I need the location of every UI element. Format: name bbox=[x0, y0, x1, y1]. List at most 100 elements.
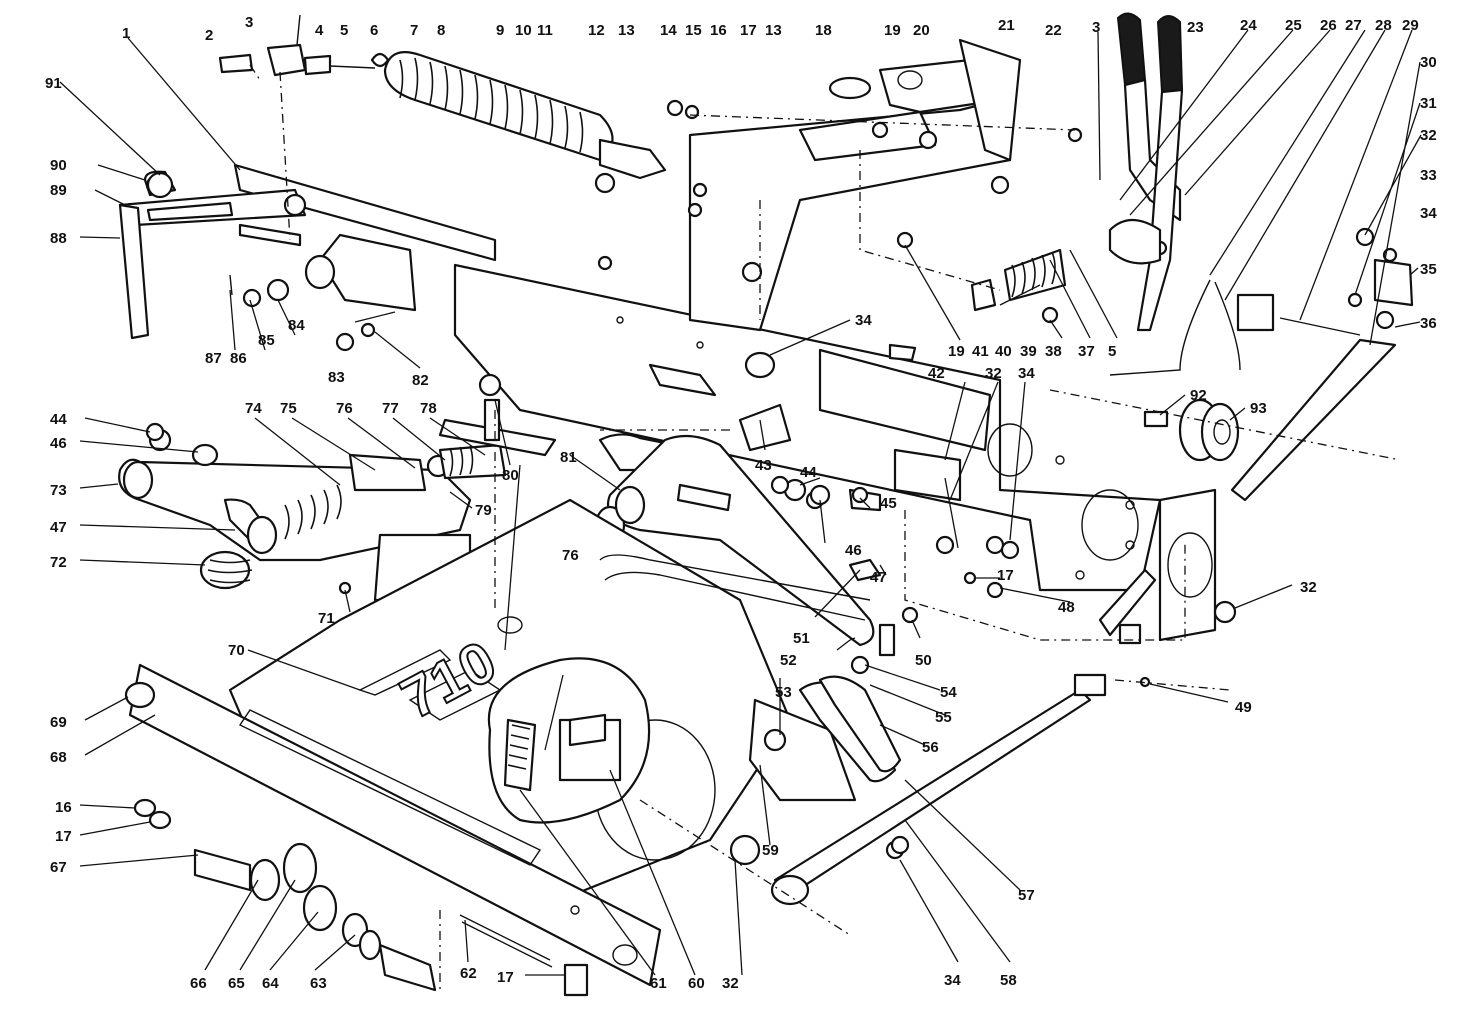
callout-label: 3 bbox=[245, 14, 253, 31]
callout-label: 87 bbox=[205, 350, 222, 367]
callout-label: 3 bbox=[1092, 19, 1100, 36]
callout-label: 51 bbox=[793, 630, 810, 647]
mount-plate bbox=[893, 448, 1237, 645]
callout-label: 7 bbox=[410, 22, 418, 39]
callout-label: 14 bbox=[660, 22, 677, 39]
callout-label: 37 bbox=[1078, 343, 1095, 360]
assembly-lines bbox=[249, 64, 1401, 990]
callout-label: 35 bbox=[1420, 261, 1437, 278]
rod-58 bbox=[729, 623, 1107, 906]
callout-label: 40 bbox=[995, 343, 1012, 360]
callout-label: 23 bbox=[1187, 19, 1204, 36]
callout-label: 16 bbox=[55, 799, 72, 816]
callout-label: 46 bbox=[845, 542, 862, 559]
callout-label: 41 bbox=[972, 343, 989, 360]
callout-label: 52 bbox=[780, 652, 797, 669]
callout-label: 60 bbox=[688, 975, 705, 992]
callout-label: 34 bbox=[1018, 365, 1035, 382]
callout-label: 17 bbox=[740, 22, 757, 39]
callout-label: 55 bbox=[935, 709, 952, 726]
callout-label: 34 bbox=[944, 972, 961, 989]
callout-label: 26 bbox=[1320, 17, 1337, 34]
callout-label: 68 bbox=[50, 749, 67, 766]
callout-label: 81 bbox=[560, 449, 577, 466]
callout-label: 54 bbox=[940, 684, 957, 701]
callout-label: 29 bbox=[1402, 17, 1419, 34]
callout-label: 21 bbox=[998, 17, 1015, 34]
callout-label: 59 bbox=[762, 842, 779, 859]
bracket-84 bbox=[229, 233, 417, 352]
callout-label: 91 bbox=[45, 75, 62, 92]
callout-label: 44 bbox=[800, 464, 817, 481]
spring-assembly bbox=[218, 14, 667, 194]
callout-label: 73 bbox=[50, 482, 67, 499]
callout-label: 30 bbox=[1420, 54, 1437, 71]
callout-label: 74 bbox=[245, 400, 262, 417]
hand-levers bbox=[1108, 12, 1414, 502]
callout-label: 17 bbox=[497, 969, 514, 986]
callout-label: 13 bbox=[765, 22, 782, 39]
callout-label: 1 bbox=[122, 25, 130, 42]
callout-label: 32 bbox=[722, 975, 739, 992]
callout-label: 49 bbox=[1235, 699, 1252, 716]
callout-label: 42 bbox=[928, 365, 945, 382]
callout-label: 89 bbox=[50, 182, 67, 199]
callout-label: 72 bbox=[50, 554, 67, 571]
callout-label: 50 bbox=[915, 652, 932, 669]
callout-label: 77 bbox=[382, 400, 399, 417]
callout-label: 32 bbox=[1300, 579, 1317, 596]
callout-labels: 1 2 3 4 5 6 7 8 9 10 11 12 13 14 15 16 1… bbox=[45, 14, 1437, 992]
callout-label: 53 bbox=[775, 684, 792, 701]
callout-label: 66 bbox=[190, 975, 207, 992]
callout-label: 12 bbox=[588, 22, 605, 39]
callout-label: 22 bbox=[1045, 22, 1062, 39]
callout-label: 48 bbox=[1058, 599, 1075, 616]
callout-label: 13 bbox=[618, 22, 635, 39]
callout-label: 85 bbox=[258, 332, 275, 349]
callout-label: 62 bbox=[460, 965, 477, 982]
callout-label: 71 bbox=[318, 610, 335, 627]
beam-68 bbox=[124, 663, 662, 987]
callout-label: 45 bbox=[880, 495, 897, 512]
callout-label: 90 bbox=[50, 157, 67, 174]
callout-label: 65 bbox=[228, 975, 245, 992]
callout-label: 6 bbox=[370, 22, 378, 39]
callout-label: 28 bbox=[1375, 17, 1392, 34]
callout-label: 64 bbox=[262, 975, 279, 992]
callout-label: 8 bbox=[437, 22, 445, 39]
callout-label: 93 bbox=[1250, 400, 1267, 417]
callout-label: 47 bbox=[50, 519, 67, 536]
callout-label: 47 bbox=[870, 569, 887, 586]
callout-label: 17 bbox=[55, 828, 72, 845]
callout-label: 88 bbox=[50, 230, 67, 247]
callout-label: 15 bbox=[685, 22, 702, 39]
callout-label: 43 bbox=[755, 457, 772, 474]
callout-label: 56 bbox=[922, 739, 939, 756]
callout-label: 19 bbox=[948, 343, 965, 360]
callout-label: 34 bbox=[855, 312, 872, 329]
callout-label: 36 bbox=[1420, 315, 1437, 332]
callout-label: 78 bbox=[420, 400, 437, 417]
callout-label: 58 bbox=[1000, 972, 1017, 989]
callout-label: 5 bbox=[340, 22, 348, 39]
callout-label: 16 bbox=[710, 22, 727, 39]
callout-label: 9 bbox=[496, 22, 504, 39]
callout-label: 17 bbox=[997, 567, 1014, 584]
roller-93 bbox=[1143, 398, 1240, 462]
shaft-stack bbox=[133, 798, 589, 997]
callout-label: 70 bbox=[228, 642, 245, 659]
callout-label: 92 bbox=[1190, 387, 1207, 404]
cutaway-detail bbox=[487, 657, 651, 824]
callout-label: 10 bbox=[515, 22, 532, 39]
callout-label: 67 bbox=[50, 859, 67, 876]
callout-label: 80 bbox=[502, 467, 519, 484]
callout-label: 46 bbox=[50, 435, 67, 452]
callout-label: 31 bbox=[1420, 95, 1437, 112]
callout-label: 24 bbox=[1240, 17, 1257, 34]
callout-label: 44 bbox=[50, 411, 67, 428]
callout-label: 83 bbox=[328, 369, 345, 386]
callout-label: 76 bbox=[336, 400, 353, 417]
callout-label: 63 bbox=[310, 975, 327, 992]
callout-label: 76 bbox=[562, 547, 579, 564]
hardware bbox=[145, 76, 1398, 855]
